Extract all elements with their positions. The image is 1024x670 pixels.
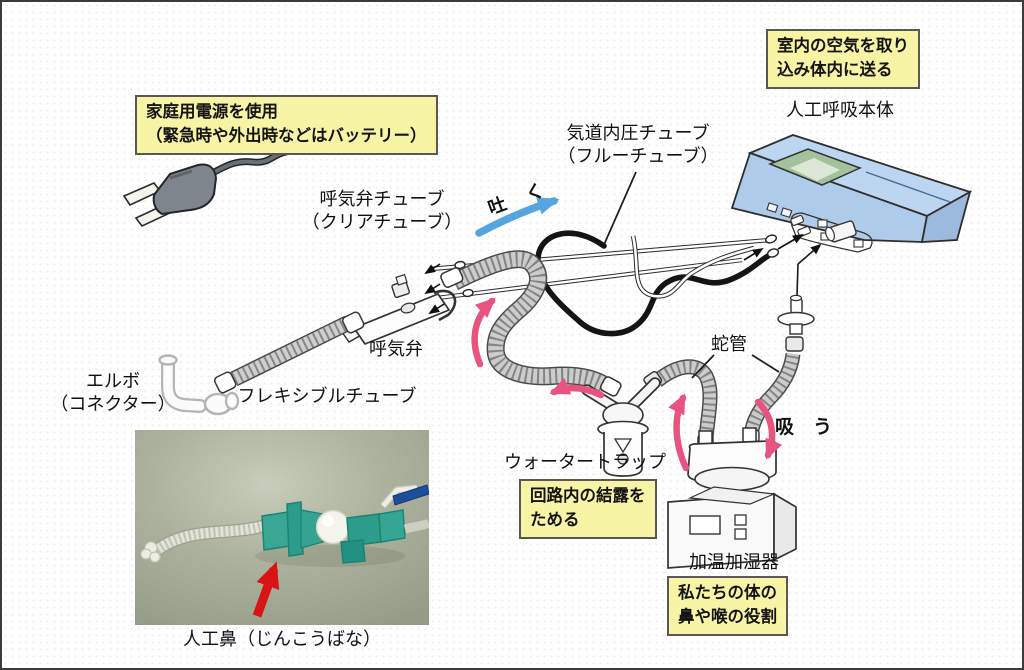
callout-condensation-line2: ためる	[530, 510, 580, 529]
callout-body-role-line1: 私たちの体の	[678, 584, 777, 602]
callout-body-role: 私たちの体の 鼻や喉の役割	[667, 576, 788, 636]
exhalation-valve-illustration	[340, 263, 457, 345]
photo-corrugated-tube	[140, 519, 265, 563]
clear-tube-loop	[630, 235, 755, 299]
label-water-trap: ウォータートラップ	[504, 452, 666, 472]
callout-room-air-line2: 込み体内に送る	[777, 60, 893, 79]
callout-condensation: 回路内の結露を ためる	[519, 479, 657, 539]
label-exhalation-valve-tube-line2: （クリアチューブ）	[301, 212, 463, 233]
filter-illustration	[777, 243, 822, 335]
label-artificial-nose-caption: 人工鼻（じんこうばな）	[183, 629, 381, 649]
artificial-nose-photo	[135, 430, 429, 625]
callout-condensation-line1: 回路内の結露を	[530, 487, 646, 505]
callout-power-line2: （緊急時や外出時などはバッテリー）	[146, 126, 427, 145]
label-inhale: 吸 う	[775, 417, 833, 438]
callout-room-air: 室内の空気を取り 込み体内に送る	[766, 29, 920, 89]
label-humidifier: 加温加湿器	[689, 552, 779, 572]
exhale-arrow	[475, 197, 560, 237]
label-exhalation-valve-tube: 呼気弁チューブ （クリアチューブ）	[302, 188, 463, 234]
label-exhalation-valve: 呼気弁	[369, 339, 423, 359]
leader-lines	[602, 171, 780, 379]
label-airway-pressure-tube: 気道内圧チューブ （フルーチューブ）	[558, 122, 719, 168]
ventilator-illustration	[730, 134, 973, 261]
callout-room-air-line1: 室内の空気を取り	[777, 37, 909, 55]
callout-body-role-line2: 鼻や喉の役割	[678, 607, 777, 626]
photo-nose-assembly	[261, 484, 429, 564]
callout-power: 家庭用電源を使用 （緊急時や外出時などはバッテリー）	[135, 95, 438, 155]
label-exhalation-valve-tube-line1: 呼気弁チューブ	[319, 189, 445, 209]
label-airway-pressure-tube-line2: （フルーチューブ）	[557, 146, 719, 167]
label-flexible-tube: フレキシブルチューブ	[237, 386, 417, 406]
humidifier-illustration	[667, 427, 797, 569]
label-elbow-line2: （コネクター）	[50, 394, 176, 415]
flexible-tube-illustration	[214, 311, 365, 394]
power-plug-illustration	[122, 148, 290, 227]
photo-pointer-arrow	[252, 561, 280, 618]
callout-power-line1: 家庭用電源を使用	[146, 103, 278, 121]
label-airway-pressure-tube-line1: 気道内圧チューブ	[566, 123, 710, 143]
elbow-illustration	[158, 354, 240, 416]
label-elbow-line1: エルボ	[86, 371, 140, 391]
flow-arrows	[471, 297, 783, 472]
label-snake-tube: 蛇管	[711, 334, 747, 354]
label-ventilator-unit: 人工呼吸本体	[786, 100, 894, 120]
label-elbow: エルボ （コネクター）	[50, 370, 175, 416]
inspiratory-corrugated-tube	[440, 259, 622, 397]
